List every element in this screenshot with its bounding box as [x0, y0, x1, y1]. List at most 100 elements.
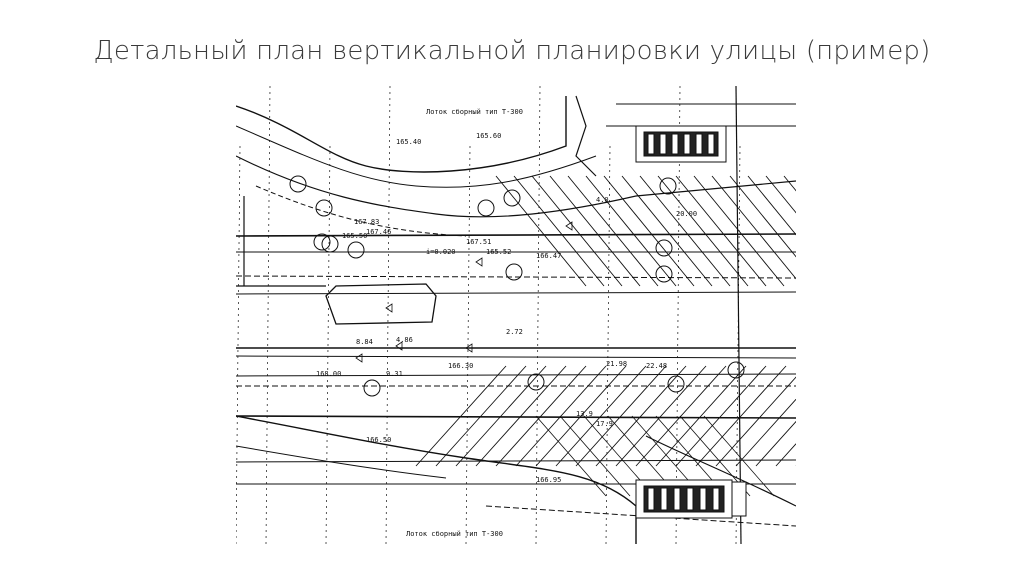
- drawing-line: [765, 175, 796, 214]
- elevation-marker: [727, 361, 745, 379]
- drawing-rect: [673, 487, 681, 511]
- drawing-rect: [643, 131, 719, 157]
- drawing-rect: [695, 133, 703, 155]
- plan-label: 166.50: [366, 436, 391, 444]
- drawing-line: [555, 365, 647, 467]
- drawing-line: [675, 175, 767, 287]
- drawing-line: [515, 365, 607, 467]
- elevation-marker: [667, 375, 685, 393]
- drawing-rect: [671, 133, 679, 155]
- drawing-rect: [707, 133, 715, 155]
- drawing-line: [236, 355, 796, 359]
- plan-label: 166.95: [536, 476, 561, 484]
- plan-label: 17.9: [596, 420, 613, 428]
- plan-label: 166.47: [536, 252, 561, 260]
- elevation-marker: [347, 241, 365, 259]
- drawing-line: [595, 365, 687, 467]
- plan-label: 167.46: [366, 228, 391, 236]
- drawing-curve: [565, 221, 573, 231]
- plan-label: 21.98: [606, 360, 627, 368]
- drawing-line: [755, 420, 796, 467]
- drawing-curve: [236, 125, 597, 188]
- elevation-marker: [289, 175, 307, 193]
- drawing-line: [655, 365, 747, 467]
- drawing-line: [435, 365, 527, 467]
- drawing-curve: [465, 343, 473, 353]
- plan-label: 165.60: [476, 132, 501, 140]
- elevation-marker: [527, 373, 545, 391]
- drawing-line: [675, 86, 681, 544]
- drawing-line: [465, 145, 471, 544]
- elevation-marker: [321, 235, 339, 253]
- drawing-line: [535, 365, 627, 467]
- drawing-line: [535, 415, 607, 497]
- elevation-marker: [655, 239, 673, 257]
- drawing-line: [615, 365, 707, 467]
- elevation-marker: [655, 265, 673, 283]
- drawing-line: [735, 398, 796, 467]
- drawing-line: [635, 365, 727, 467]
- drawing-line: [559, 415, 631, 497]
- drawing-line: [513, 175, 605, 287]
- drawing-line: [621, 175, 713, 287]
- plan-label: 167.83: [354, 218, 379, 226]
- drawing-rect: [686, 487, 694, 511]
- drawing-line: [657, 175, 749, 287]
- drawing-line: [567, 175, 659, 287]
- drawing-line: [711, 175, 796, 280]
- drawing-curve: [255, 185, 467, 237]
- plan-label: 22.48: [646, 362, 667, 370]
- elevation-marker: [363, 379, 381, 397]
- plan-label: i=0.020: [426, 248, 456, 256]
- drawing-line: [585, 175, 677, 287]
- plan-label: 4.0: [596, 196, 609, 204]
- plan-label: 167.51: [466, 238, 491, 246]
- drawing-line: [265, 86, 271, 544]
- drawing-line: [531, 175, 623, 287]
- drawing-line: [415, 365, 507, 467]
- plan-label: 20.00: [676, 210, 697, 218]
- plan-label: 13.9: [576, 410, 593, 418]
- drawing-line: [703, 415, 775, 497]
- drawing-rect: [731, 481, 747, 517]
- drawing-line: [236, 415, 796, 419]
- slide-title: Детальный план вертикальной планировки у…: [93, 36, 931, 66]
- drawing-line: [715, 376, 796, 467]
- drawing-line: [783, 175, 796, 192]
- drawing-line: [325, 145, 331, 544]
- drawing-line: [603, 175, 695, 287]
- drawing-line: [695, 365, 787, 467]
- drawing-curve: [355, 353, 363, 363]
- plan-label: 8.84: [356, 338, 373, 346]
- drawing-line: [236, 291, 796, 295]
- drawing-curve: [236, 96, 567, 173]
- drawing-line: [675, 365, 767, 467]
- drawing-line: [775, 443, 796, 467]
- drawing-rect: [699, 487, 707, 511]
- drawing-line: [735, 86, 742, 544]
- drawing-line: [236, 373, 796, 377]
- drawing-line: [495, 175, 587, 287]
- drawing-rect: [712, 487, 720, 511]
- elevation-marker: [659, 177, 677, 195]
- drawing-line: [639, 175, 731, 287]
- drawing-line: [236, 145, 241, 544]
- plan-label: 4.86: [396, 336, 413, 344]
- plan-label: 165.52: [486, 248, 511, 256]
- plan-label: Лоток сборный тип Т-300: [426, 108, 523, 116]
- drawing-line: [385, 86, 391, 544]
- drawing-line: [236, 275, 796, 279]
- drawing-rect: [659, 133, 667, 155]
- plan-label: 165.40: [396, 138, 421, 146]
- drawing-line: [535, 86, 541, 544]
- plan-label: 2.72: [506, 328, 523, 336]
- drawing-rect: [660, 487, 668, 511]
- drawing-curve: [475, 257, 483, 267]
- plan-label: 168.00: [316, 370, 341, 378]
- drawing-curve: [236, 445, 447, 479]
- elevation-marker: [315, 199, 333, 217]
- plan-label: 166.30: [448, 362, 473, 370]
- drawing-line: [735, 145, 741, 544]
- drawing-rect: [683, 133, 691, 155]
